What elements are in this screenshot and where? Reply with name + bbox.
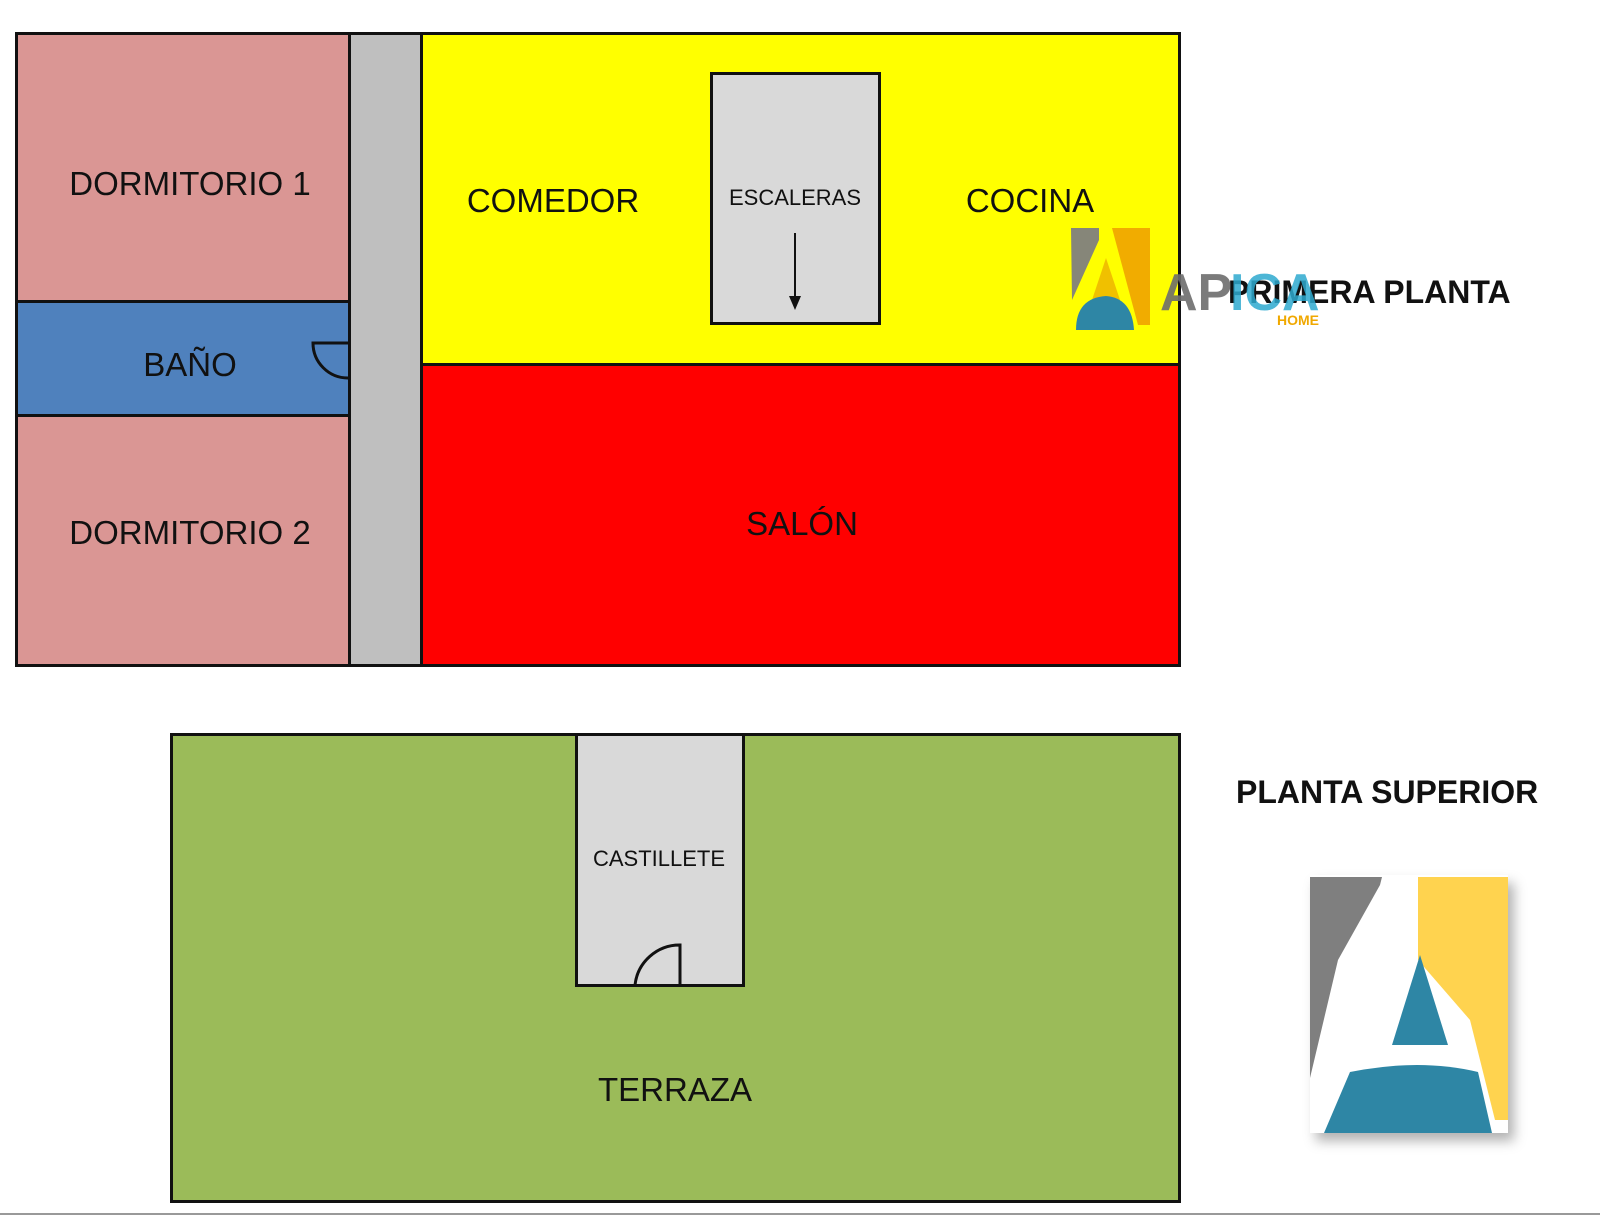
svg-text:HOME: HOME <box>1277 312 1319 328</box>
bottom-divider <box>0 1213 1600 1215</box>
label-salon: SALÓN <box>746 505 858 542</box>
room-dormitorio-1 <box>15 32 351 303</box>
label-cocina: COCINA <box>965 182 1095 219</box>
label-dormitorio-1: DORMITORIO 1 <box>69 165 311 202</box>
label-dormitorio-2: DORMITORIO 2 <box>69 514 311 551</box>
svg-text:ICA: ICA <box>1230 264 1320 322</box>
room-bano <box>15 300 351 417</box>
room-escaleras <box>710 72 881 325</box>
title-planta-superior: PLANTA SUPERIOR <box>1236 774 1539 810</box>
title-primera-planta: PRIMERA PLANTA <box>1228 274 1511 310</box>
svg-text:AP: AP <box>1160 264 1232 322</box>
label-escaleras: ESCALERAS <box>728 185 862 210</box>
label-terraza: TERRAZA <box>597 1071 753 1108</box>
room-dormitorio-2 <box>15 414 351 667</box>
label-comedor: COMEDOR <box>466 182 640 219</box>
label-castillete: CASTILLETE <box>592 846 726 871</box>
room-castillete <box>575 733 745 987</box>
room-salon <box>420 363 1181 667</box>
label-bano: BAÑO <box>143 346 237 383</box>
